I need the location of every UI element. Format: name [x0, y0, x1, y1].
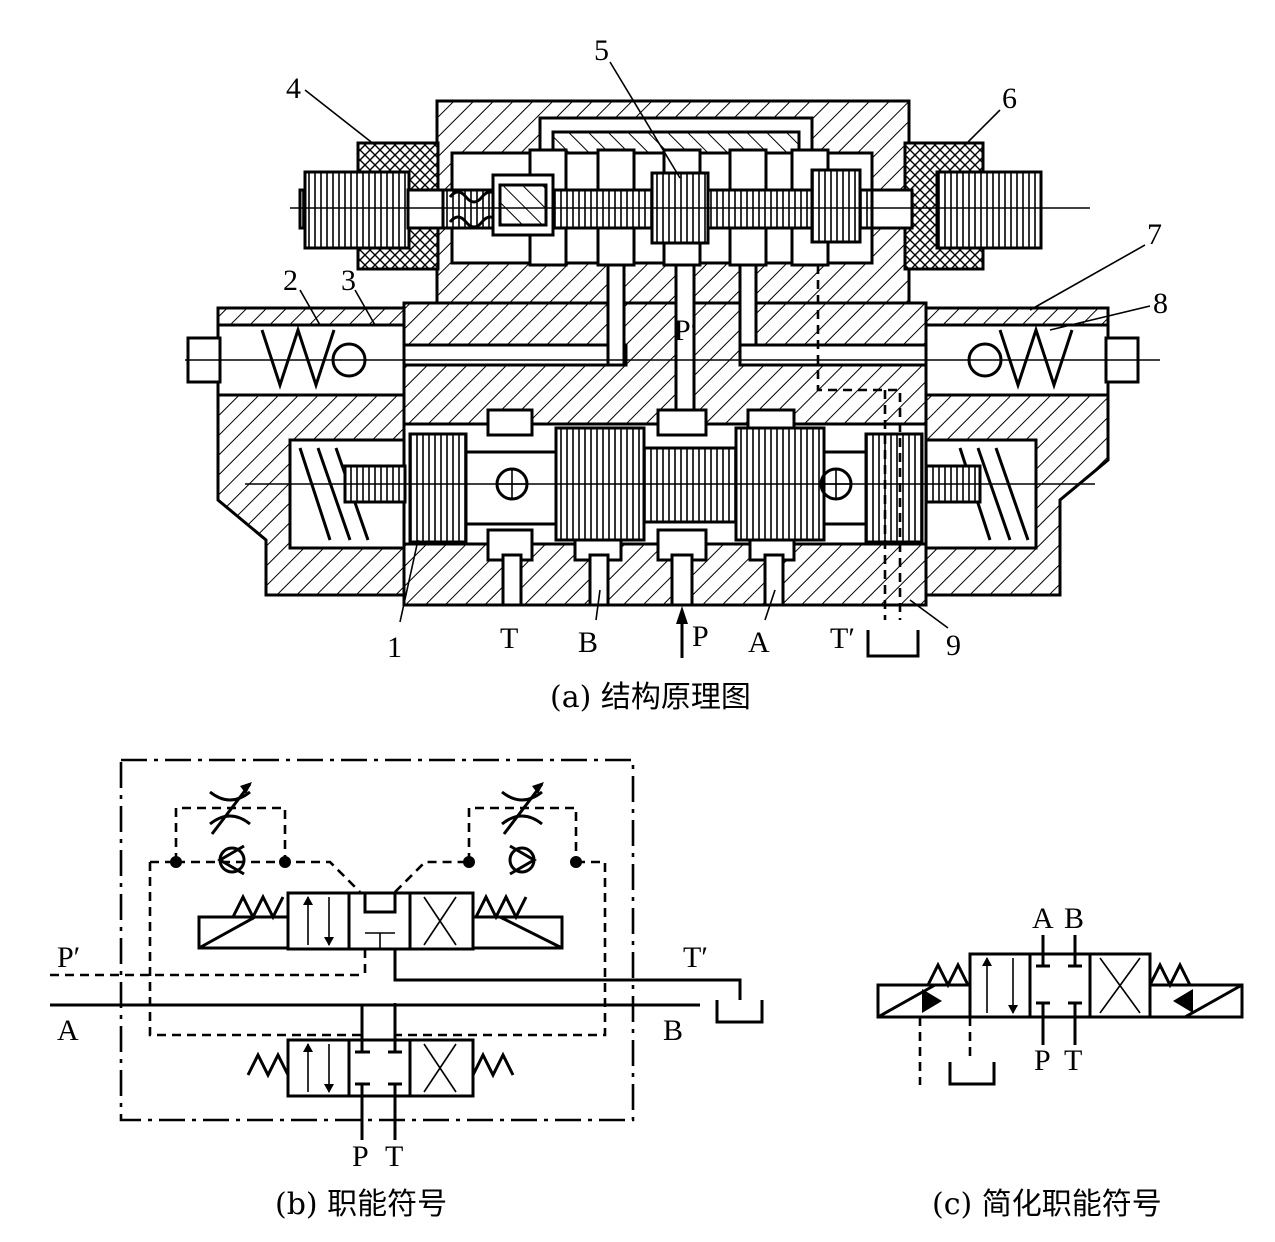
tank-symbol-c: [948, 1062, 996, 1086]
part-label-1: 1: [387, 631, 402, 664]
end-cap-left: [186, 306, 407, 597]
port-label-a: A: [748, 626, 770, 659]
part-label-4: 4: [286, 72, 301, 105]
port-label-p-prime: P′: [674, 314, 697, 347]
figure-a-structure: 1 2 3 4 5 6 7 8 9 T B P A T′ P′ (a) 结构原理…: [185, 34, 1168, 715]
c-port-p: P: [1034, 1044, 1051, 1077]
part-label-9: 9: [946, 629, 961, 662]
c-port-a: A: [1032, 902, 1054, 935]
part-label-2: 2: [283, 264, 298, 297]
part-label-5: 5: [594, 34, 609, 67]
part-label-3: 3: [341, 264, 356, 297]
port-label-p: P: [692, 620, 709, 653]
part-label-8: 8: [1153, 287, 1168, 320]
b-port-t-prime: T′: [683, 941, 708, 974]
end-cap-right: [924, 306, 1140, 597]
solenoid-coil-right: [870, 141, 1043, 271]
module-boundary: [119, 758, 635, 1122]
caption-b: (b) 职能符号: [275, 1187, 447, 1222]
b-port-p-prime: P′: [57, 941, 80, 974]
b-port-b: B: [663, 1014, 683, 1047]
b-port-t: T: [385, 1140, 403, 1173]
part-label-6: 6: [1002, 82, 1017, 115]
tank-symbol-b: [715, 1000, 764, 1024]
b-port-p: P: [352, 1140, 369, 1173]
figure-c-symbol: A B P T (c) 简化职能符号: [876, 902, 1244, 1222]
port-label-b: B: [578, 626, 598, 659]
c-port-b: B: [1064, 902, 1084, 935]
c-port-t: T: [1064, 1044, 1082, 1077]
pilot-valve-symbol: [197, 891, 742, 1000]
main-valve-body: [402, 263, 928, 620]
caption-c: (c) 简化职能符号: [932, 1187, 1162, 1222]
port-label-t-prime: T′: [830, 622, 855, 655]
port-label-t: T: [500, 622, 518, 655]
caption-a: (a) 结构原理图: [550, 680, 751, 715]
tank-symbol-a: [866, 630, 920, 658]
figure-b-symbol: P′ T′ A B P T (b) 职能符号: [50, 758, 764, 1222]
main-valve-symbol: [246, 1038, 515, 1140]
leader-lines: [299, 61, 1151, 629]
throttle-check-left: [148, 782, 364, 1037]
b-port-a: A: [57, 1014, 79, 1047]
solenoid-coil-left: [303, 141, 445, 271]
part-label-7: 7: [1147, 218, 1162, 251]
